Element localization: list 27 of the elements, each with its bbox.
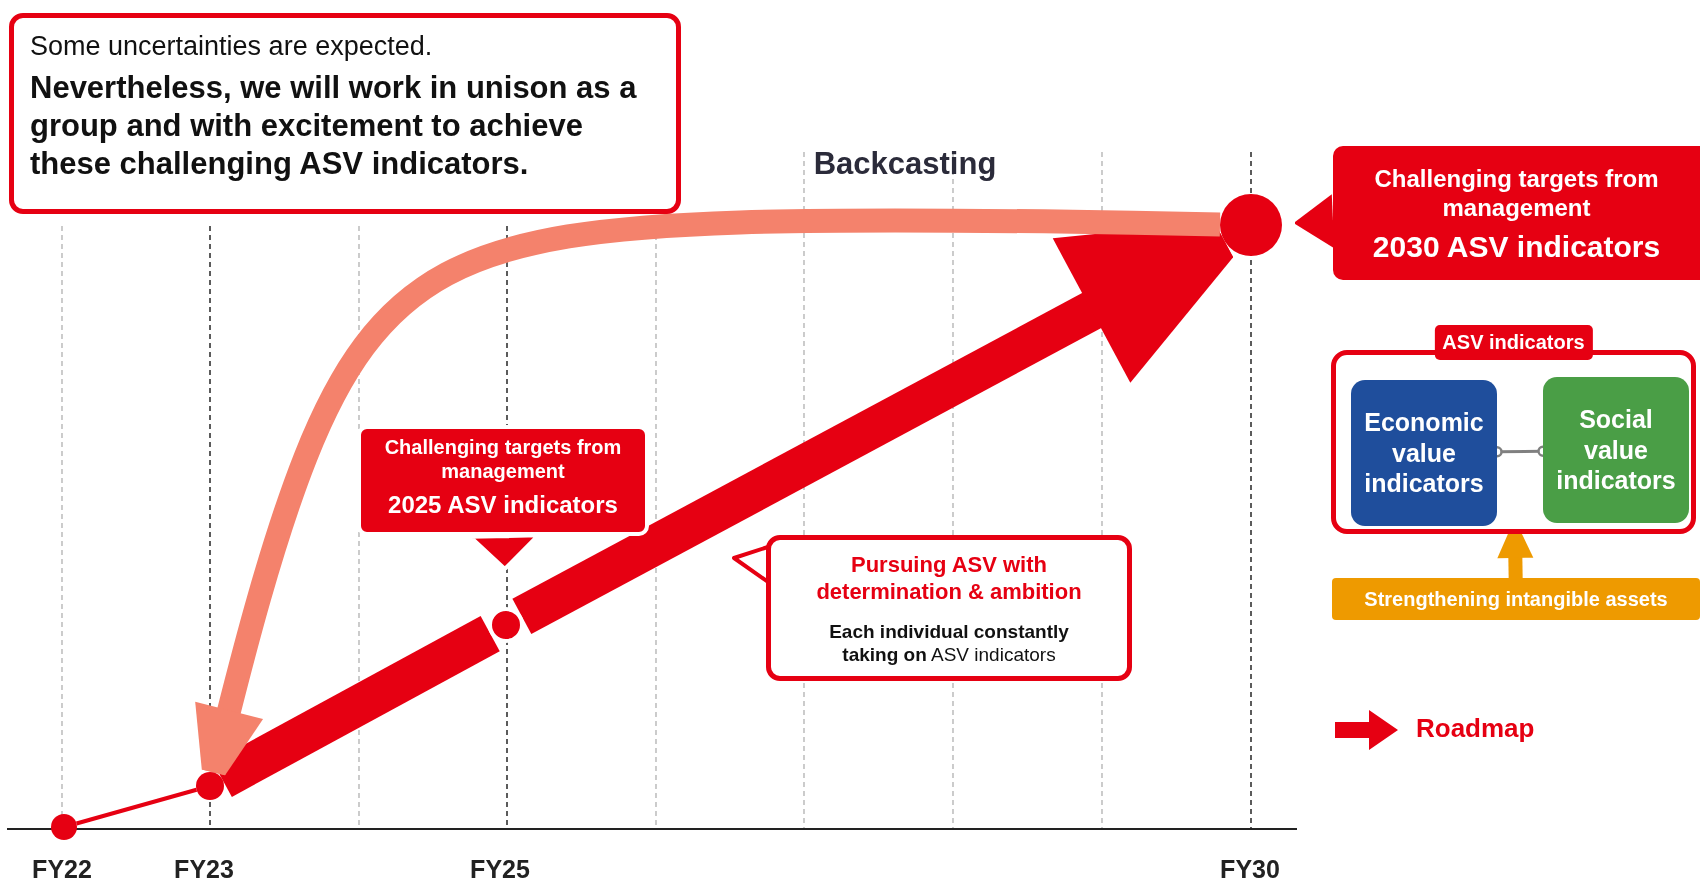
group-heading: ASV indicators [1434,325,1593,360]
axis-label: FY30 [1219,855,1281,884]
axis-label: FY23 [173,855,235,884]
indicator-card [1351,380,1497,526]
callout-text: Challenging targets from management [1373,164,1660,223]
callout-text: Pursuing ASV with determination & ambition [815,552,1083,606]
edge-label: Backcasting [812,146,998,182]
callout-text: Challenging targets from management [383,435,623,484]
target-callout [1333,146,1700,280]
message-callout [9,13,681,214]
indicator-card [1543,377,1689,523]
timeline-dot [196,772,224,800]
callout-body: 2030 ASV indicators [1371,228,1662,265]
callout-body: 2025 ASV indicators [387,489,619,520]
callout-text: Social value indicators [1555,404,1677,496]
callout-body: Nevertheless, we will work in unison as a group and with excitement to achieve these challenging ASV indicators. [30,68,638,183]
timeline-dot [51,814,77,840]
axis-label: FY25 [469,855,531,884]
legend-text: Roadmap [1416,713,1535,744]
callout-body: Each individual constantly taking on ASV indicators [828,619,1070,666]
foundation-bar [1332,578,1700,620]
axis-label: FY22 [31,855,93,884]
speech-callout [766,535,1132,681]
callout-text: Some uncertainties are expected. [30,30,434,63]
connector-line [75,787,198,826]
callout-text: Economic value indicators [1363,407,1485,499]
callout-text: Strengthening intangible assets [1363,586,1669,612]
